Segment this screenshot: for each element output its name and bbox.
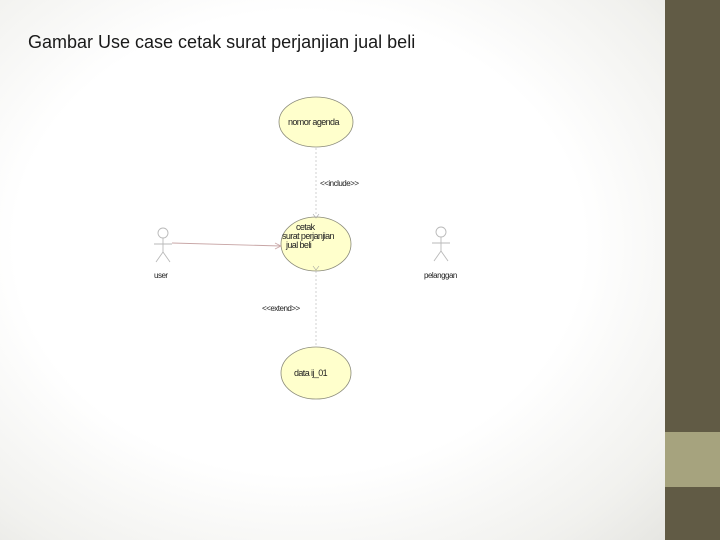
actor-leg-right	[162, 251, 171, 263]
extend-label: <<extend>>	[262, 304, 301, 313]
extend-arrowhead	[312, 265, 320, 271]
use-case-diagram: nomor agenda <<include>> cetak surat per…	[154, 96, 457, 400]
slide-canvas	[0, 0, 665, 540]
actor-head-icon	[435, 226, 447, 238]
use-case-label-line-2: surat perjanjian	[282, 231, 335, 241]
actor-head-icon	[157, 227, 169, 239]
use-case-ellipse	[278, 96, 354, 148]
decorative-sidebar-band	[665, 432, 720, 487]
use-case-ellipse	[280, 346, 352, 400]
actor-leg-left	[433, 250, 442, 262]
use-case-label-line-3: jual beli	[285, 240, 312, 250]
use-case-label-data: data ij_01	[294, 368, 328, 378]
include-arrowhead	[312, 213, 320, 219]
actor-label-pelanggan: pelanggan	[424, 271, 457, 280]
actor-user	[154, 227, 172, 263]
association-line-user	[171, 242, 282, 247]
use-case-label-nomor-agenda: nomor agenda	[288, 117, 339, 127]
slide-title: Gambar Use case cetak surat perjanjian j…	[28, 32, 416, 52]
decorative-sidebar	[665, 0, 720, 540]
actor-pelanggan	[432, 226, 450, 262]
association-arrowhead	[274, 242, 282, 250]
use-case-data: data ij_01	[280, 346, 352, 400]
actor-leg-right	[440, 250, 449, 262]
use-case-cetak-surat: cetak surat perjanjian jual beli	[280, 216, 352, 272]
actor-label-user: user	[154, 271, 168, 280]
actor-leg-left	[155, 251, 164, 263]
use-case-nomor-agenda: nomor agenda	[278, 96, 354, 148]
include-label: <<include>>	[320, 179, 359, 188]
use-case-label-line-1: cetak	[296, 222, 316, 232]
